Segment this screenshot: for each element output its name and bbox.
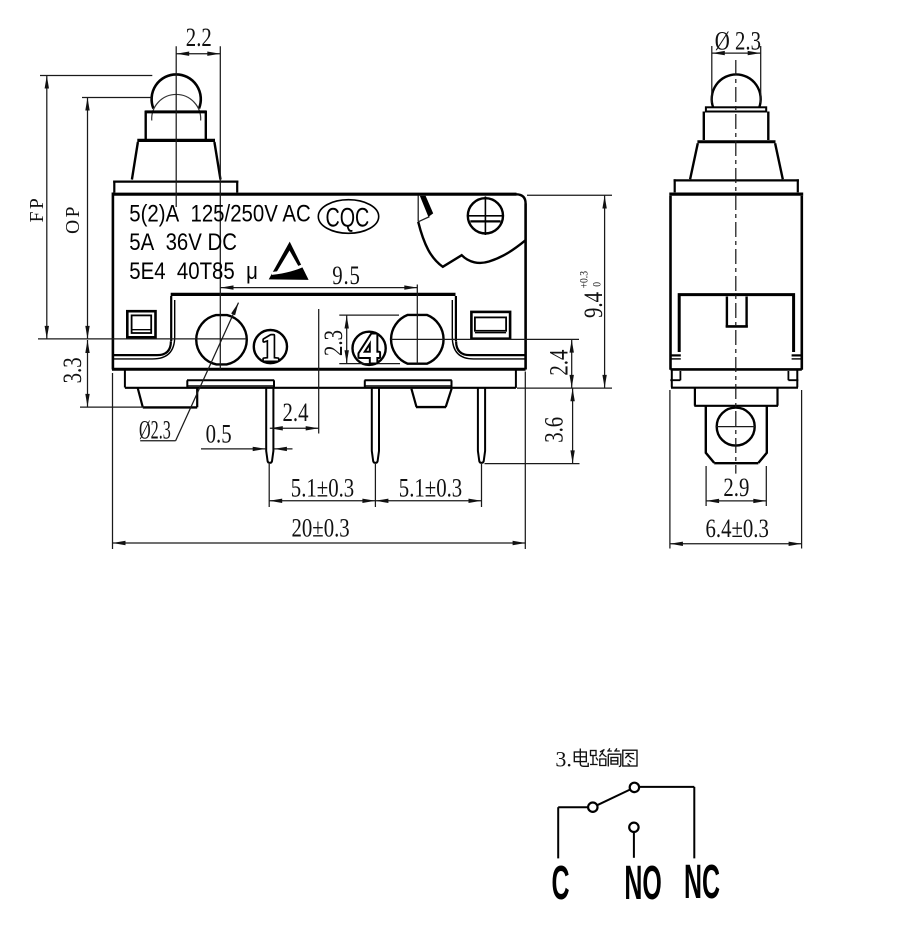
svg-text:3.3: 3.3	[59, 357, 88, 383]
svg-text:FP: FP	[27, 196, 48, 223]
svg-text:5.1±0.3: 5.1±0.3	[399, 475, 462, 504]
svg-text:2.2: 2.2	[186, 24, 212, 53]
svg-text:CQC: CQC	[326, 203, 370, 233]
svg-text:2.9: 2.9	[723, 474, 749, 503]
svg-text:+0.3: +0.3	[578, 271, 591, 288]
svg-text:OP: OP	[63, 204, 84, 234]
svg-text:2.4: 2.4	[546, 349, 575, 375]
svg-text:2.3: 2.3	[320, 330, 349, 356]
svg-text:9.4: 9.4	[580, 292, 609, 318]
svg-text:NC: NC	[684, 855, 720, 909]
svg-text:NO: NO	[624, 856, 661, 910]
svg-text:Ø2.3: Ø2.3	[139, 415, 171, 444]
svg-text:3.6: 3.6	[541, 417, 570, 443]
svg-text:9.5: 9.5	[332, 262, 360, 291]
svg-text:20±0.3: 20±0.3	[292, 515, 350, 544]
svg-text:5A 36V DC: 5A 36V DC	[129, 228, 237, 255]
svg-text:C: C	[552, 856, 570, 910]
svg-text:3.: 3.	[555, 747, 572, 772]
svg-text:5(2)A 125/250V AC: 5(2)A 125/250V AC	[129, 200, 310, 227]
svg-text:6.4±0.3: 6.4±0.3	[706, 515, 769, 544]
svg-text:4: 4	[359, 327, 380, 373]
svg-text:5E4 40T85 μ: 5E4 40T85 μ	[129, 257, 258, 284]
svg-text:2.4: 2.4	[283, 399, 309, 428]
svg-text:0.5: 0.5	[206, 420, 232, 449]
svg-text:5.1±0.3: 5.1±0.3	[291, 475, 354, 504]
svg-text:0: 0	[591, 281, 604, 286]
svg-text:1: 1	[261, 328, 280, 370]
